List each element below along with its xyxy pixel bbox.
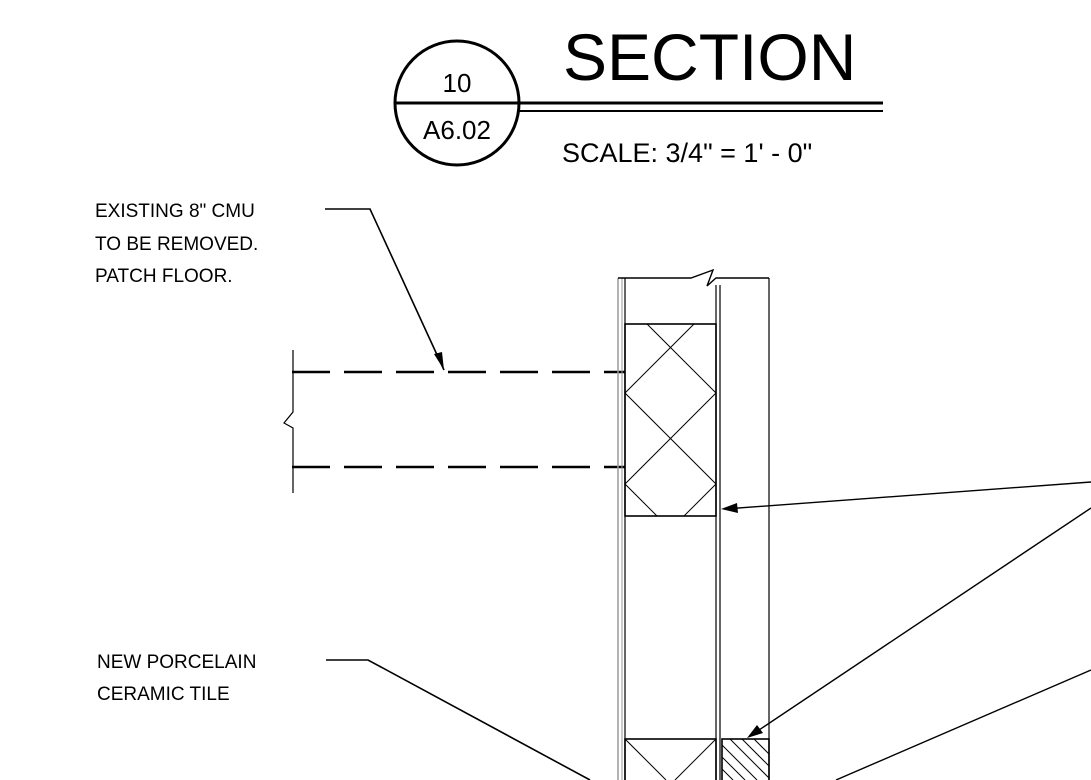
cmu-leader-arrow-icon xyxy=(434,352,444,370)
blocking-top-x-2 xyxy=(624,323,717,517)
note-cmu-line2: TO BE REMOVED. xyxy=(95,234,258,255)
title-block: 10 A6.02 SECTION SCALE: 3/4" = 1' - 0" xyxy=(393,20,883,168)
note-cmu-line1: EXISTING 8" CMU xyxy=(95,201,255,222)
bottom-plate-x-1 xyxy=(624,738,667,780)
leader-to-plate-arrow-icon xyxy=(747,725,763,738)
blocking-top-x-1 xyxy=(624,323,717,517)
bottom-plate-hatch xyxy=(721,738,770,780)
note-existing-cmu: EXISTING 8" CMU TO BE REMOVED. PATCH FLO… xyxy=(95,201,445,371)
note-tile-line1: NEW PORCELAIN xyxy=(97,652,256,673)
detail-number: 10 xyxy=(443,68,472,98)
note-porcelain-tile: NEW PORCELAIN CERAMIC TILE xyxy=(97,652,591,780)
bottom-plate-x-2 xyxy=(674,738,717,780)
leader-to-floor xyxy=(835,669,1091,780)
right-leader-lines xyxy=(721,481,1091,780)
cmu-leader-line xyxy=(325,208,445,371)
leader-to-blocking-arrow-icon xyxy=(721,503,738,513)
leader-to-plate xyxy=(749,507,1091,737)
sheet-number: A6.02 xyxy=(423,115,491,145)
wall-top-break-line xyxy=(618,268,769,287)
note-cmu-line3: PATCH FLOOR. xyxy=(95,266,233,287)
section-title: SECTION xyxy=(563,20,856,94)
existing-floor-slab xyxy=(283,350,625,493)
bottom-plate-hatched xyxy=(721,738,770,780)
wall-section xyxy=(617,268,770,780)
tile-leader-line xyxy=(326,659,591,780)
bottom-plate xyxy=(624,738,717,780)
scale-label: SCALE: 3/4" = 1' - 0" xyxy=(562,138,812,168)
blocking-top xyxy=(624,323,717,517)
slab-break-line xyxy=(283,350,294,493)
leader-to-blocking xyxy=(724,481,1091,510)
note-tile-line2: CERAMIC TILE xyxy=(97,684,230,705)
